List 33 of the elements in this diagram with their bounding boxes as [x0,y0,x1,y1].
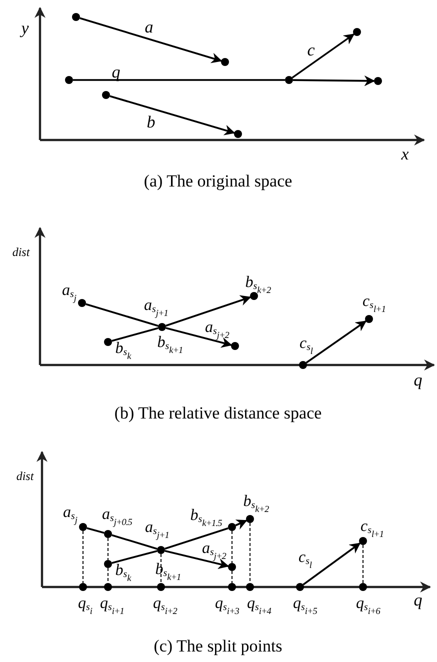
dashed-line [160,554,162,584]
dashed-line [82,530,84,584]
caption: (b) The relative distance space [114,404,322,422]
line [86,303,158,327]
caption: (c) The split points [154,638,282,654]
arrow [292,34,355,78]
line [112,550,158,564]
line [164,527,228,550]
axis-label: dist [12,246,30,258]
line [73,79,285,81]
axis-label: y [21,20,29,36]
arrow [164,550,230,570]
arrow [302,542,361,586]
arrow [166,295,252,327]
edge-label: b [146,114,156,130]
arrow [293,75,376,86]
axis-label: q [414,592,422,608]
line [86,527,104,534]
caption: (a) The original space [144,172,292,190]
axis-label: q [414,372,422,388]
arrow [80,17,222,64]
edge-label: a [144,18,154,36]
arrow [235,520,248,530]
arrow [306,320,367,364]
line [112,534,158,550]
axis-label: dist [16,470,34,482]
arrow [166,327,232,348]
edge-label: q [112,64,120,80]
line [112,327,158,342]
axis-label: x [401,146,409,162]
dashed-line [362,544,364,584]
edge-label: c [307,42,315,58]
arrow [110,95,236,136]
